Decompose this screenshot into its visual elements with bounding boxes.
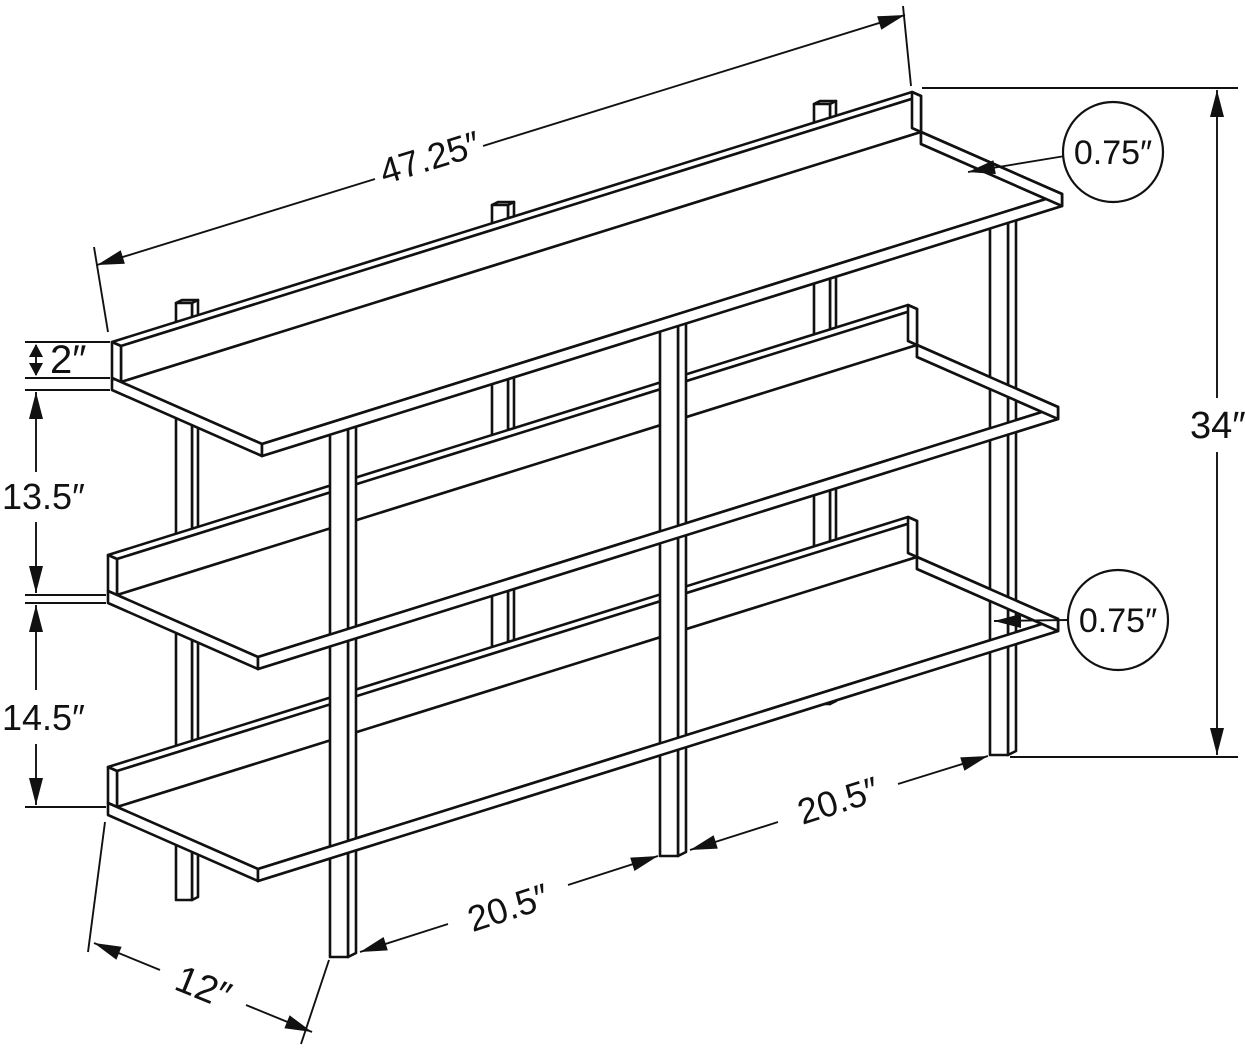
dim-bay-left: 20.5″ — [359, 855, 659, 953]
dim-gap-upper-arrow-down — [29, 566, 43, 593]
dim-depth-ext-right — [300, 959, 330, 1045]
dim-bay-right-arrow-b — [960, 756, 988, 771]
dim-bay-left-arrow-a — [360, 937, 388, 952]
top-rail-right-end — [910, 90, 923, 134]
dim-length-ext-left — [93, 246, 109, 333]
callout-top-thickness-label: 0.75″ — [1074, 134, 1152, 172]
dim-rail-arrow-down — [29, 363, 43, 376]
dim-gap-upper-label: 13.5″ — [2, 476, 85, 517]
bottom-plank-right-edge-overlay — [915, 555, 1060, 633]
dim-gap-lower-label: 14.5″ — [2, 697, 85, 738]
dim-depth-label: 12″ — [169, 958, 236, 1018]
callout-leg-thickness-label: 0.75″ — [1079, 602, 1157, 640]
dim-gap-lower: 14.5″ — [2, 602, 106, 808]
front-leg-right-front-face — [988, 220, 1010, 757]
callout-leg-thickness: 0.75″ — [993, 568, 1170, 672]
callout-leg-thickness-circle — [1066, 568, 1170, 672]
shelf-edge-overlays — [256, 130, 1064, 883]
dim-depth-arrow-left — [94, 943, 122, 960]
dim-length-line-a — [96, 178, 376, 266]
dim-bay-left-arrow-b — [630, 856, 658, 871]
dim-rail-height: 2″ — [25, 338, 110, 382]
dim-gap-upper: 13.5″ — [2, 389, 110, 596]
dim-depth-arrow-right — [284, 1015, 312, 1032]
middle-plank-right-edge-overlay — [915, 343, 1060, 421]
callout-top-thickness-circle — [1061, 100, 1165, 204]
dim-height-label: 34″ — [1190, 405, 1245, 447]
top-rail-left-end — [110, 340, 123, 384]
dim-bay-right: 20.5″ — [689, 755, 989, 851]
middle-rail-left-end — [106, 553, 119, 597]
front-leg-center — [658, 319, 688, 858]
dim-length-line-b — [482, 14, 906, 147]
callout-leg-thickness-arrow — [994, 614, 1021, 628]
callout-top-thickness-arrow — [968, 160, 996, 175]
bottom-rail-left-end — [106, 765, 119, 809]
dim-bay-right-label: 20.5″ — [792, 768, 884, 832]
dim-gap-lower-arrow-down — [29, 778, 43, 805]
dim-height: 34″ — [922, 87, 1245, 758]
front-leg-left-front-face — [328, 426, 350, 959]
front-leg-right — [988, 216, 1018, 757]
dim-rail-arrow-up — [29, 344, 43, 357]
dim-length-arrow-right — [877, 15, 905, 30]
dim-height-arrow-down — [1210, 728, 1224, 755]
front-leg-center-front-face — [658, 323, 680, 858]
dim-bay-right-arrow-a — [690, 835, 718, 850]
dim-rail-label: 2″ — [50, 338, 86, 382]
dim-length-ext-right — [902, 5, 912, 87]
dim-height-arrow-up — [1210, 90, 1224, 117]
bottom-rail-right-end — [906, 515, 919, 559]
dim-gap-lower-arrow-up — [29, 605, 43, 632]
dim-bay-left-label: 20.5″ — [462, 875, 554, 940]
dim-length-label: 47.25″ — [375, 123, 486, 193]
middle-rail-right-end — [906, 303, 919, 347]
dim-gap-upper-arrow-up — [29, 392, 43, 419]
callout-top-thickness: 0.75″ — [967, 100, 1165, 204]
front-leg-left — [328, 422, 358, 959]
dim-length-arrow-left — [97, 250, 125, 265]
dim-depth-ext-left — [87, 821, 106, 953]
